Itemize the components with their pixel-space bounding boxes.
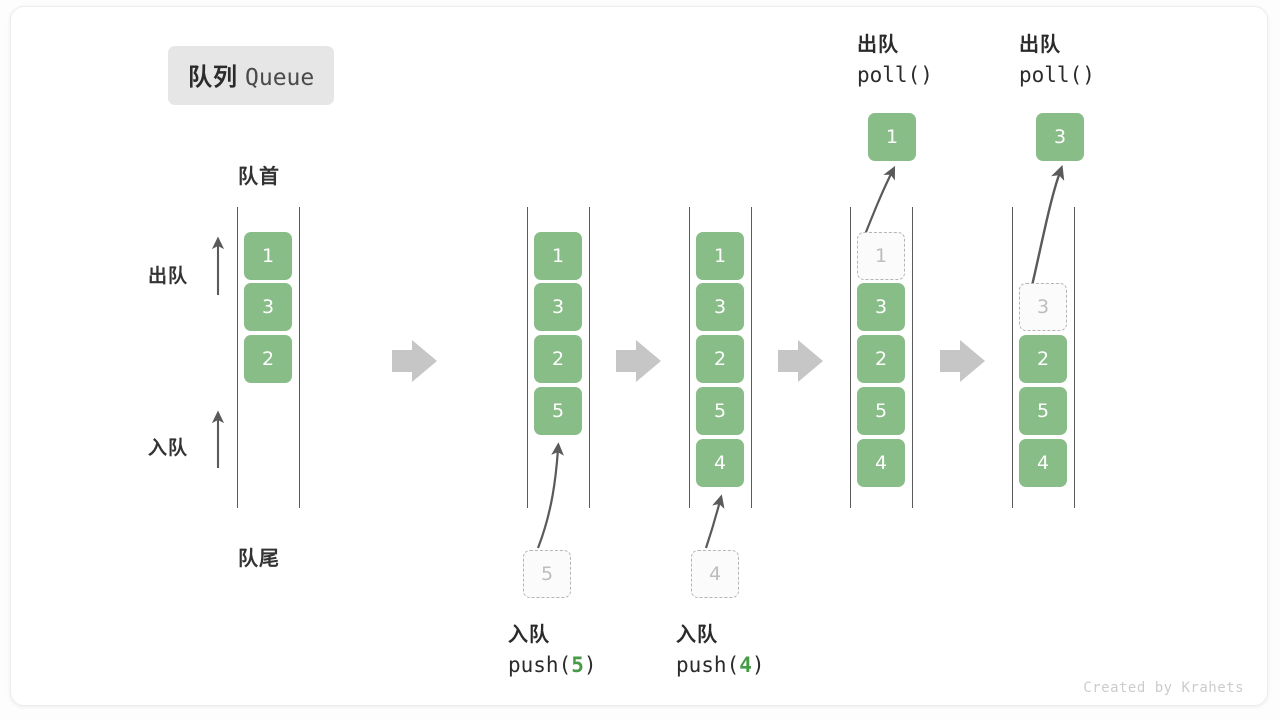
queue-cell: 1 bbox=[244, 232, 292, 280]
queue-cell: 2 bbox=[244, 335, 292, 383]
push-5-caption: 入队 push(5) bbox=[508, 620, 597, 682]
rail-right bbox=[751, 207, 752, 508]
rail-right bbox=[299, 207, 300, 508]
queue-cell: 4 bbox=[1019, 439, 1067, 487]
incoming-ghost-cell: 4 bbox=[691, 550, 739, 598]
push-5-arg: 5 bbox=[571, 653, 584, 678]
enqueue-direction-label: 入队 bbox=[148, 438, 189, 459]
title-chinese: 队列 bbox=[188, 64, 238, 91]
rail-left bbox=[237, 207, 238, 508]
poll-1-caption-cn: 出队 bbox=[857, 34, 899, 56]
queue-cell: 2 bbox=[696, 335, 744, 383]
queue-cell: 3 bbox=[534, 283, 582, 331]
queue-cell: 1 bbox=[696, 232, 744, 280]
queue-cell: 3 bbox=[696, 283, 744, 331]
rail-left bbox=[527, 207, 528, 508]
queue-cell: 4 bbox=[696, 439, 744, 487]
diagram-title-badge: 队列 Queue bbox=[168, 46, 335, 105]
queue-cell: 5 bbox=[1019, 387, 1067, 435]
push-5-close: ) bbox=[583, 653, 597, 678]
rail-right bbox=[589, 207, 590, 508]
rail-left bbox=[689, 207, 690, 508]
queue-tail-label: 队尾 bbox=[238, 548, 280, 570]
polled-ghost-cell: 1 bbox=[857, 232, 905, 280]
title-english: Queue bbox=[245, 65, 315, 91]
rail-right bbox=[912, 207, 913, 508]
dequeue-direction-label: 出队 bbox=[148, 266, 189, 287]
rail-left bbox=[850, 207, 851, 508]
queue-cell: 4 bbox=[857, 439, 905, 487]
queue-cell: 1 bbox=[534, 232, 582, 280]
queue-cell: 2 bbox=[857, 335, 905, 383]
poll-result-cell: 3 bbox=[1036, 113, 1084, 161]
push-4-close: ) bbox=[751, 653, 765, 678]
poll-result-cell: 1 bbox=[868, 113, 916, 161]
push-4-caption-cn: 入队 bbox=[676, 624, 718, 646]
queue-cell: 3 bbox=[244, 283, 292, 331]
watermark: Created by Krahets bbox=[1083, 680, 1244, 696]
push-4-caption-code: push(4) bbox=[676, 650, 765, 682]
queue-cell: 5 bbox=[696, 387, 744, 435]
push-4-arg: 4 bbox=[739, 653, 752, 678]
poll-3-caption-code: poll() bbox=[1019, 63, 1095, 88]
poll-1-caption-code: poll() bbox=[857, 63, 933, 88]
polled-ghost-cell: 3 bbox=[1019, 283, 1067, 331]
push-5-fn: push( bbox=[508, 653, 572, 678]
push-4-fn: push( bbox=[676, 653, 740, 678]
incoming-ghost-cell: 5 bbox=[523, 550, 571, 598]
diagram-card bbox=[10, 6, 1268, 706]
poll-1-caption: 出队 poll() bbox=[857, 30, 933, 92]
push-5-caption-code: push(5) bbox=[508, 650, 597, 682]
queue-cell: 3 bbox=[857, 283, 905, 331]
queue-cell: 5 bbox=[857, 387, 905, 435]
queue-cell: 2 bbox=[1019, 335, 1067, 383]
queue-cell: 5 bbox=[534, 387, 582, 435]
queue-cell: 2 bbox=[534, 335, 582, 383]
queue-head-label: 队首 bbox=[238, 166, 280, 188]
push-4-caption: 入队 push(4) bbox=[676, 620, 765, 682]
poll-3-caption: 出队 poll() bbox=[1019, 30, 1095, 92]
rail-right bbox=[1074, 207, 1075, 508]
push-5-caption-cn: 入队 bbox=[508, 624, 550, 646]
rail-left bbox=[1012, 207, 1013, 508]
poll-3-caption-cn: 出队 bbox=[1019, 34, 1061, 56]
